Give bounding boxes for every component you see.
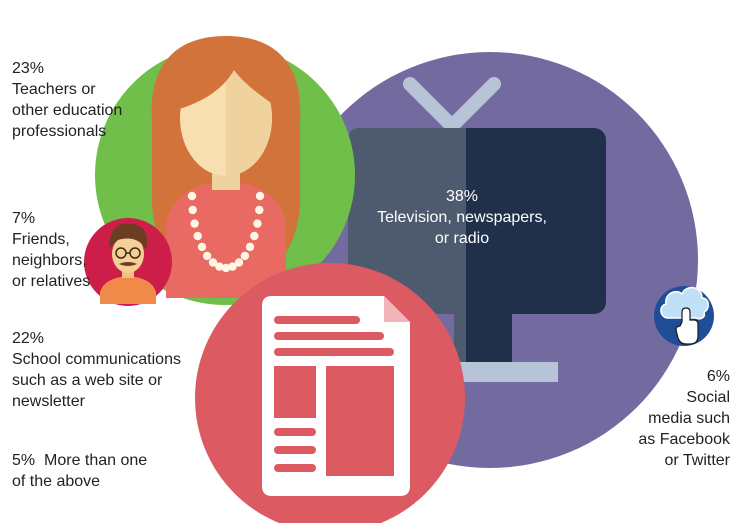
- label-school-percent: 22%: [12, 330, 45, 347]
- label-more-percent: 5%: [12, 452, 36, 469]
- label-more-than-one: 5% More than one of the above: [12, 450, 147, 492]
- pearl: [255, 191, 265, 201]
- newsletter-document-icon: [262, 296, 410, 496]
- label-teachers-percent: 23%: [12, 60, 45, 77]
- label-social-line-4: or Twitter: [664, 452, 731, 469]
- label-friends-line-1: Friends,: [12, 231, 70, 248]
- label-television: 38% Television, newspapers, or radio: [352, 186, 572, 249]
- pearl: [197, 242, 207, 252]
- necklace-pearls: [187, 191, 265, 273]
- pearl: [255, 205, 264, 215]
- label-friends: 7% Friends, neighbors, or relatives: [12, 208, 90, 292]
- pearl: [193, 231, 202, 241]
- label-teachers-line-1: Teachers or: [12, 81, 96, 98]
- label-friends-percent: 7%: [12, 210, 36, 227]
- label-more-line-1: More than one: [44, 452, 148, 469]
- label-friends-line-3: or relatives: [12, 273, 91, 290]
- label-television-line-2: or radio: [434, 230, 490, 247]
- pearl: [208, 258, 218, 267]
- pearl: [228, 262, 237, 271]
- label-school-line-2: such as a web site or: [12, 372, 163, 389]
- pearl: [202, 251, 212, 261]
- pearl: [188, 205, 197, 215]
- label-social-line-2: media such: [648, 410, 730, 427]
- label-teachers: 23% Teachers or other education professi…: [12, 58, 122, 142]
- label-friends-line-2: neighbors,: [12, 252, 87, 269]
- label-social-media: 6% Social media such as Facebook or Twit…: [638, 366, 730, 471]
- label-teachers-line-2: other education: [12, 102, 123, 119]
- label-social-percent: 6%: [706, 368, 730, 385]
- pearl: [187, 191, 197, 201]
- label-more-line-2: of the above: [12, 473, 101, 490]
- label-teachers-line-3: professionals: [12, 123, 107, 140]
- label-television-line-1: Television, newspapers,: [377, 209, 547, 226]
- television-icon: [348, 77, 606, 382]
- pearl: [190, 219, 199, 228]
- pearl: [253, 219, 262, 228]
- man-with-glasses-icon: [100, 223, 156, 304]
- pearl: [250, 231, 259, 241]
- pearl: [234, 258, 244, 267]
- label-school-communications: 22% School communications such as a web …: [12, 328, 181, 412]
- label-school-line-3: newsletter: [12, 393, 85, 410]
- label-social-line-1: Social: [686, 389, 730, 406]
- pearl: [240, 251, 250, 261]
- pearl: [215, 262, 224, 271]
- label-television-percent: 38%: [445, 188, 479, 205]
- label-school-line-1: School communications: [12, 351, 181, 368]
- label-social-line-3: as Facebook: [638, 431, 730, 448]
- pearl: [245, 242, 255, 252]
- pearl: [221, 263, 231, 273]
- teacher-woman-icon: [151, 36, 301, 298]
- cloud-click-icon: [660, 286, 709, 345]
